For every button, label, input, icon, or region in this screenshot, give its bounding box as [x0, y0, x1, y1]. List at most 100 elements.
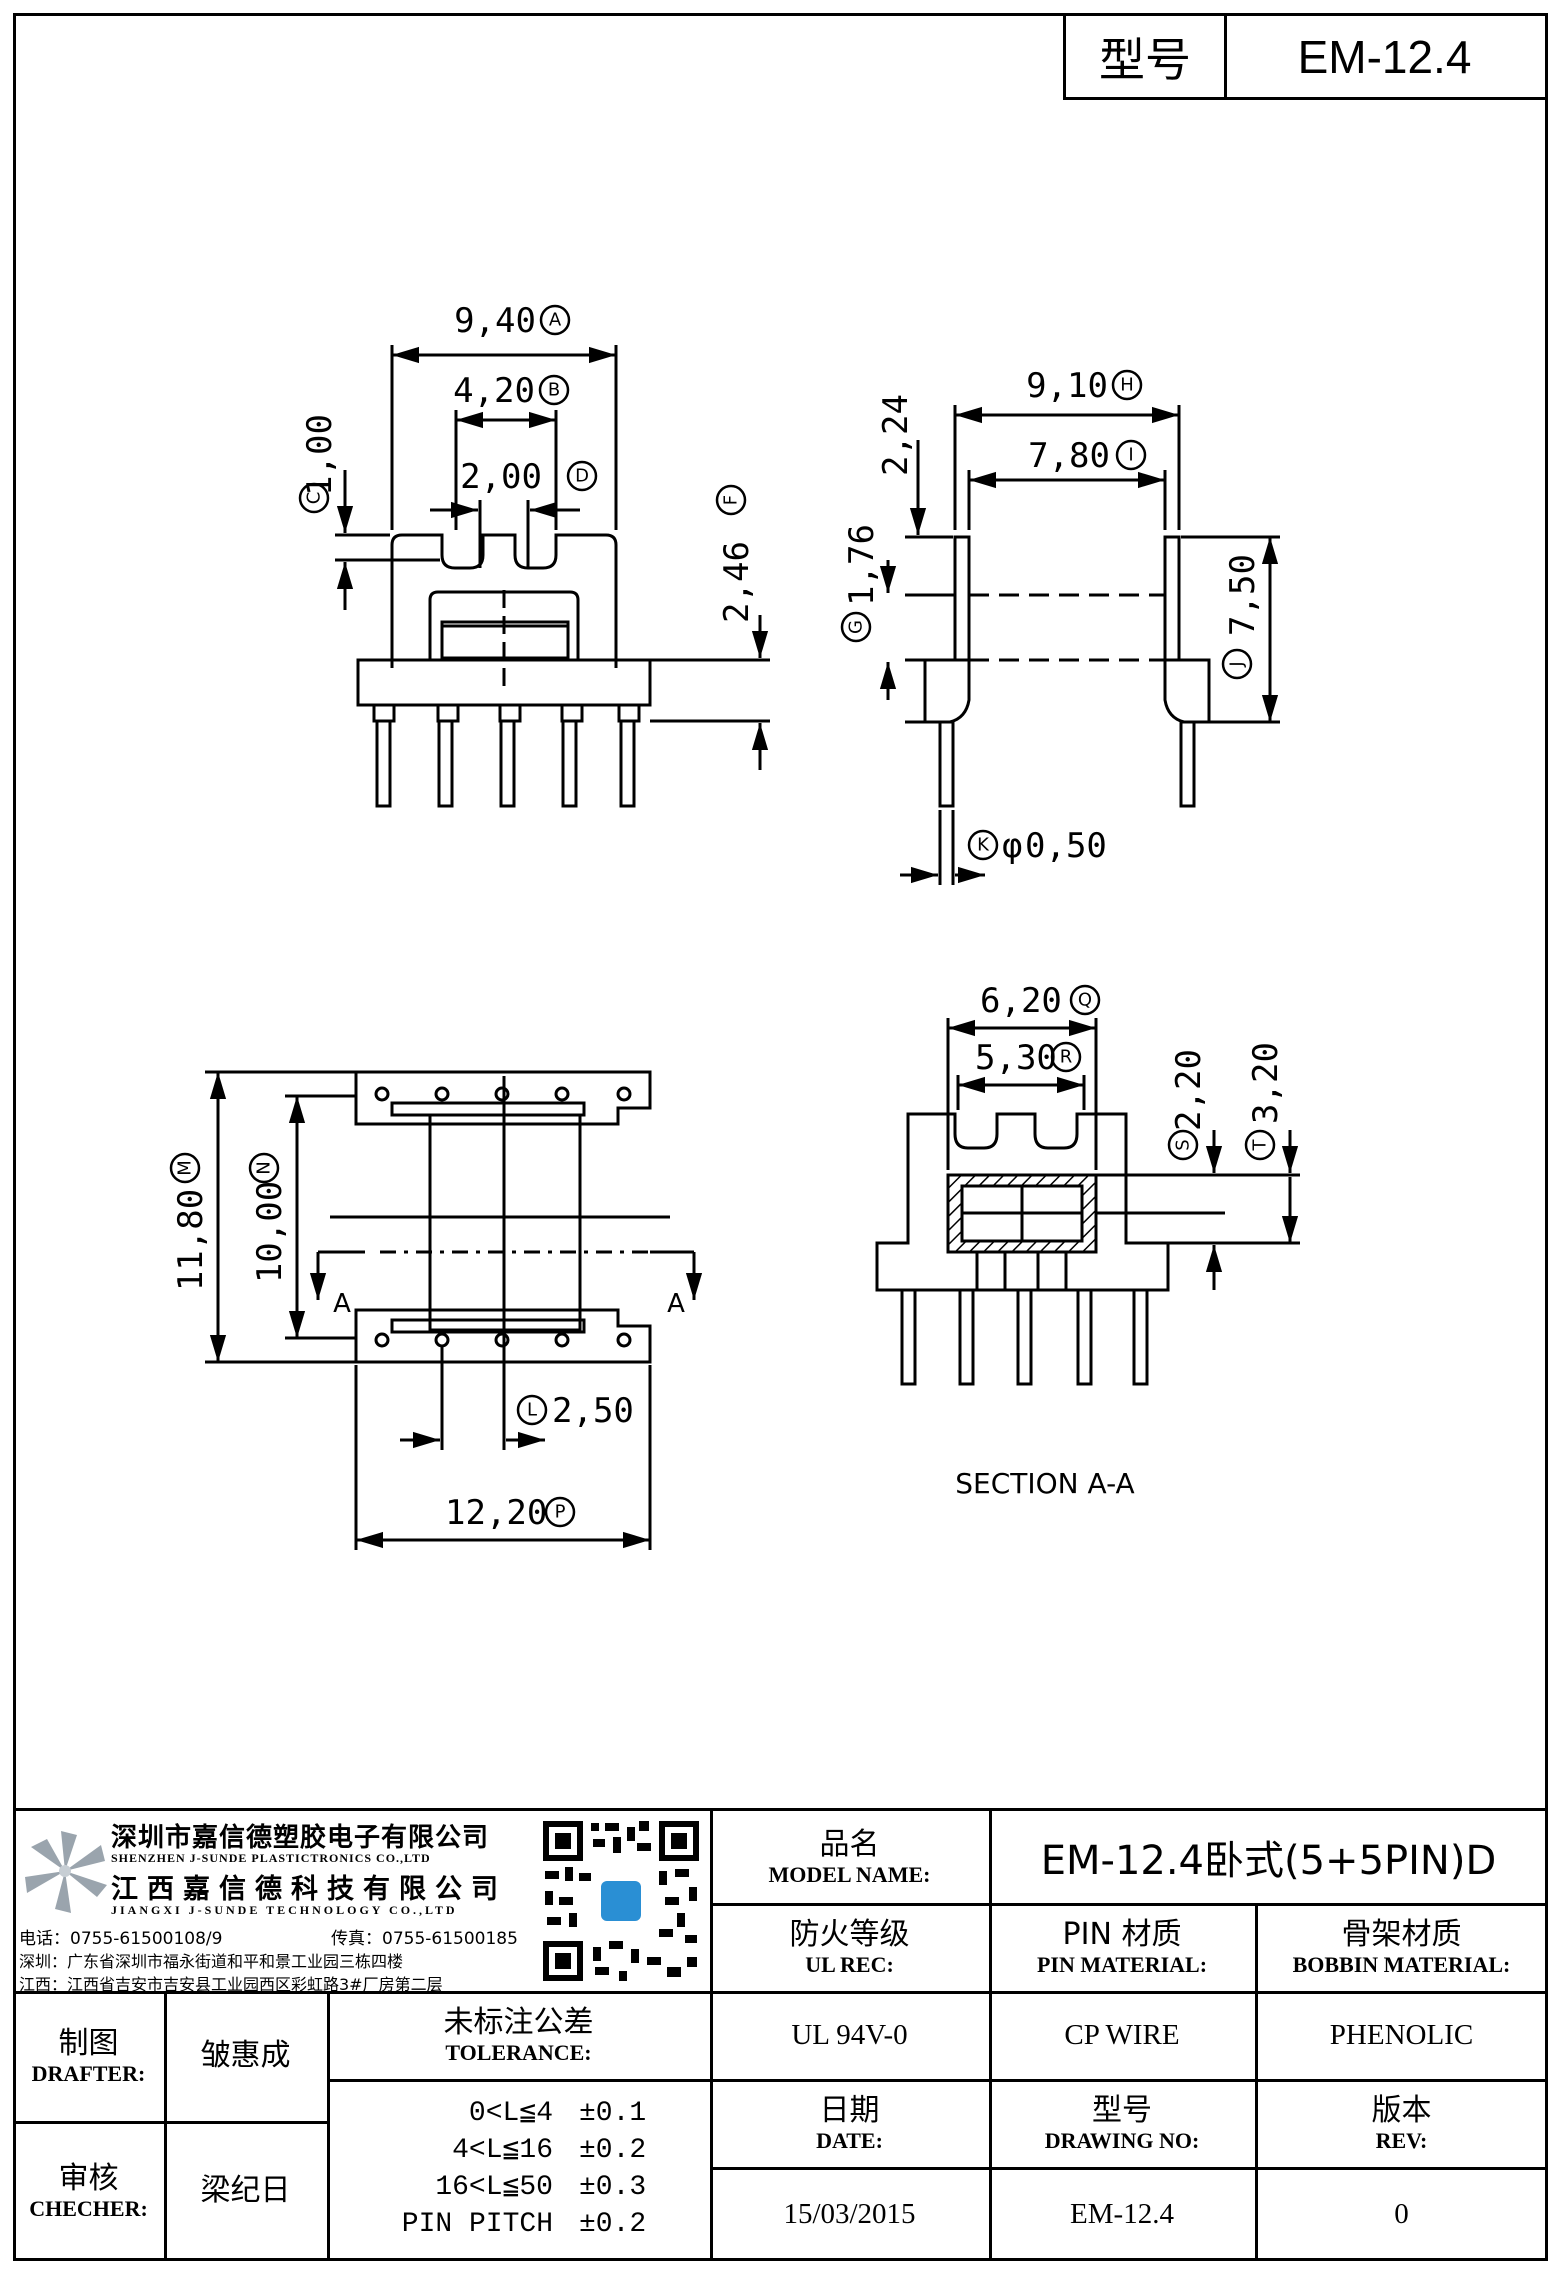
rev-value-text: 0: [1394, 2197, 1409, 2230]
rev-label-en: REV:: [1375, 2128, 1428, 2153]
side-view: [879, 405, 1280, 885]
date-value: 15/03/2015: [710, 2167, 992, 2261]
dim-N: 10,00: [250, 1181, 290, 1283]
callout-S: S: [1173, 1139, 1194, 1150]
drawing-no-value-text: EM-12.4: [1070, 2197, 1174, 2230]
drafter-label: 制图 DRAFTER:: [13, 1991, 167, 2124]
rev-label-cn: 版本: [1371, 2093, 1432, 2128]
model-name-value: EM-12.4卧式(5+5PIN)D: [989, 1811, 1548, 1906]
pin-material-value-text: CP WIRE: [1064, 2018, 1180, 2051]
model-name-label: 品名 MODEL NAME:: [710, 1811, 992, 1906]
dim-Q: 6,20: [980, 981, 1062, 1021]
ul-label: 防火等级 UL REC:: [710, 1903, 992, 1994]
company-block: 深圳市嘉信德塑胶电子有限公司 SHENZHEN J-SUNDE PLASTICT…: [13, 1811, 713, 1994]
drafter-label-en: DRAFTER:: [31, 2061, 146, 2086]
company-phone: 电话：0755-61500108/9: [19, 1929, 223, 1949]
dim-M: 11,80: [171, 1189, 211, 1291]
callout-J: J: [1227, 661, 1248, 667]
engineering-drawing: A B D C F H I G J K Q R S T M N L P 9,40…: [169, 301, 1300, 1550]
dim-D: 2,00: [460, 457, 542, 497]
tolerance-row: 4<L≦16±0.2: [353, 2132, 646, 2169]
company-address-jiangxi: 江西：江西省吉安市吉安县工业园西区彩虹路3#厂房第二层: [19, 1975, 443, 1994]
callout-K: K: [977, 835, 990, 856]
callout-G: G: [846, 620, 867, 634]
callout-N: N: [254, 1161, 275, 1174]
checker-label: 审核 CHECHER:: [13, 2121, 167, 2261]
company-logo-icon: [25, 1831, 107, 1913]
tolerance-value: ±0.3: [579, 2172, 647, 2203]
tolerance-value: ±0.2: [579, 2209, 647, 2240]
dim-K: 0,50: [1025, 826, 1107, 866]
callout-I: I: [1128, 445, 1133, 466]
checker-label-cn: 审核: [58, 2161, 119, 2196]
qr-code-icon: [539, 1817, 703, 1985]
tolerance-value: ±0.1: [579, 2098, 647, 2129]
dim-I: 7,80: [1028, 436, 1110, 476]
company2-name-en: JIANGXI J-SUNDE TECHNOLOGY CO.,LTD: [111, 1903, 458, 1917]
section-arrow-label-left: A: [333, 1289, 351, 1319]
drafter-value: 皱惠成: [164, 1991, 330, 2124]
dim-A: 9,40: [454, 301, 536, 341]
rev-label: 版本 REV:: [1255, 2079, 1548, 2170]
checker-name: 梁纪日: [200, 2173, 291, 2208]
front-view: [335, 345, 770, 808]
bobbin-material-value-text: PHENOLIC: [1329, 2018, 1474, 2051]
dim-T: 3,20: [1246, 1042, 1286, 1124]
tolerance-row: PIN PITCH±0.2: [353, 2206, 646, 2243]
callout-P: P: [555, 1502, 566, 1523]
ul-value-text: UL 94V-0: [791, 2018, 908, 2051]
checker-value: 梁纪日: [164, 2121, 330, 2261]
company2-name-cn: 江西嘉信德科技有限公司: [111, 1874, 507, 1905]
pin-material-label-en: PIN MATERIAL:: [1036, 1952, 1208, 1977]
dim-L: 2,50: [552, 1391, 634, 1431]
callout-Q: Q: [1078, 990, 1092, 1011]
drawing-no-value: EM-12.4: [989, 2167, 1258, 2261]
sheet-border: [13, 13, 1548, 2261]
callout-A: A: [549, 310, 562, 331]
tolerance-table: 0<L≦4±0.1 4<L≦16±0.2 16<L≦50 ±0.3 PIN PIT…: [327, 2079, 713, 2261]
pin-material-value: CP WIRE: [989, 1991, 1258, 2082]
model-label: 型号: [1063, 13, 1227, 100]
dim-B: 4,20: [453, 371, 535, 411]
dim-top-gap: 2,24: [876, 394, 916, 476]
callout-T: T: [1250, 1139, 1271, 1152]
tolerance-row: 0<L≦4±0.1: [353, 2095, 646, 2132]
model-value: EM-12.4: [1224, 13, 1548, 100]
ul-label-en: UL REC:: [805, 1952, 894, 1977]
callout-D: D: [575, 466, 589, 487]
tolerance-value: ±0.2: [579, 2135, 647, 2166]
dim-H: 9,10: [1026, 366, 1108, 406]
tolerance-range: 16<L≦50: [435, 2172, 553, 2203]
dim-S: 2,20: [1169, 1049, 1209, 1131]
model-name-label-en: MODEL NAME:: [768, 1862, 931, 1887]
pin-material-label-cn: PIN 材质: [1062, 1917, 1182, 1952]
top-view: [205, 1070, 703, 1550]
dim-C: 1,00: [300, 414, 340, 496]
callout-F: F: [721, 495, 742, 505]
drafter-label-cn: 制图: [58, 2026, 119, 2061]
model-name-label-cn: 品名: [819, 1827, 880, 1862]
ul-value: UL 94V-0: [710, 1991, 992, 2082]
callout-C: C: [304, 492, 325, 505]
drawing-no-label: 型号 DRAWING NO:: [989, 2079, 1258, 2170]
dim-G: 1,76: [842, 524, 882, 606]
drawing-no-label-cn: 型号: [1092, 2093, 1152, 2128]
bobbin-material-label-en: BOBBIN MATERIAL:: [1292, 1952, 1511, 1977]
callout-R: R: [1060, 1047, 1073, 1068]
ul-label-cn: 防火等级: [789, 1917, 910, 1952]
tolerance-list: 0<L≦4±0.1 4<L≦16±0.2 16<L≦50 ±0.3 PIN PIT…: [353, 2095, 646, 2243]
date-value-text: 15/03/2015: [783, 2197, 916, 2230]
company-address-shenzhen: 深圳：广东省深圳市福永街道和平和景工业园三栋四楼: [19, 1952, 404, 1971]
date-label-en: DATE:: [816, 2128, 883, 2153]
date-label-cn: 日期: [819, 2093, 880, 2128]
dim-P: 12,20: [445, 1493, 547, 1533]
checker-label-en: CHECHER:: [29, 2196, 148, 2221]
drafter-name: 皱惠成: [200, 2038, 291, 2073]
company-fax: 传真：0755-61500185: [331, 1929, 518, 1949]
company-name-en: SHENZHEN J-SUNDE PLASTICTRONICS CO.,LTD: [111, 1851, 431, 1865]
callout-H: H: [1120, 375, 1134, 396]
section-caption: SECTION A-A: [955, 1467, 1134, 1500]
section-arrow-label-right: A: [667, 1289, 685, 1319]
callout-L: L: [527, 1400, 537, 1421]
